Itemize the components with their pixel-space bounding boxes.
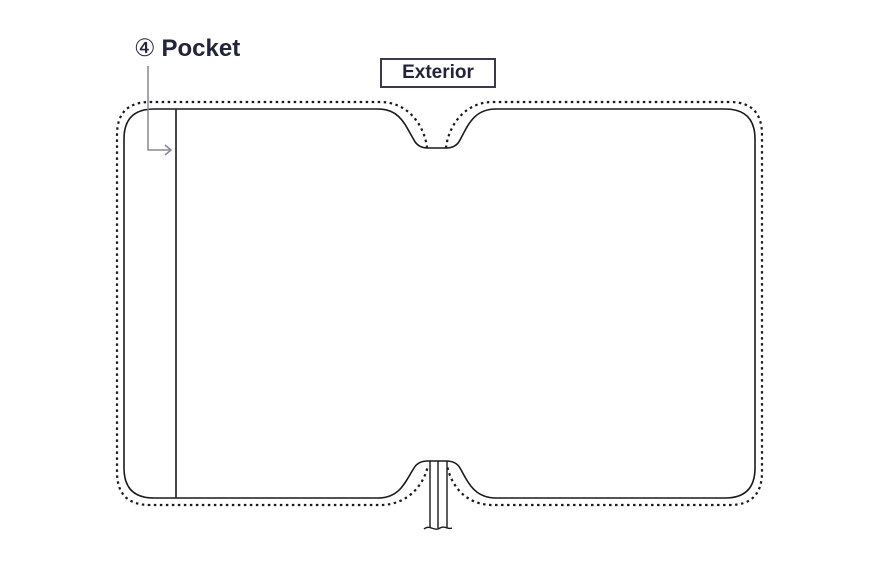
callout-arrow [147, 66, 173, 156]
callout-label: Pocket [161, 35, 241, 62]
stitching-outline-right [444, 100, 764, 507]
view-label: Exterior [380, 58, 496, 88]
cover-outline [123, 108, 756, 499]
callout-number: ④ [134, 35, 156, 62]
bookmark-ribbon [423, 461, 453, 530]
stitching-outline-left [115, 100, 430, 507]
